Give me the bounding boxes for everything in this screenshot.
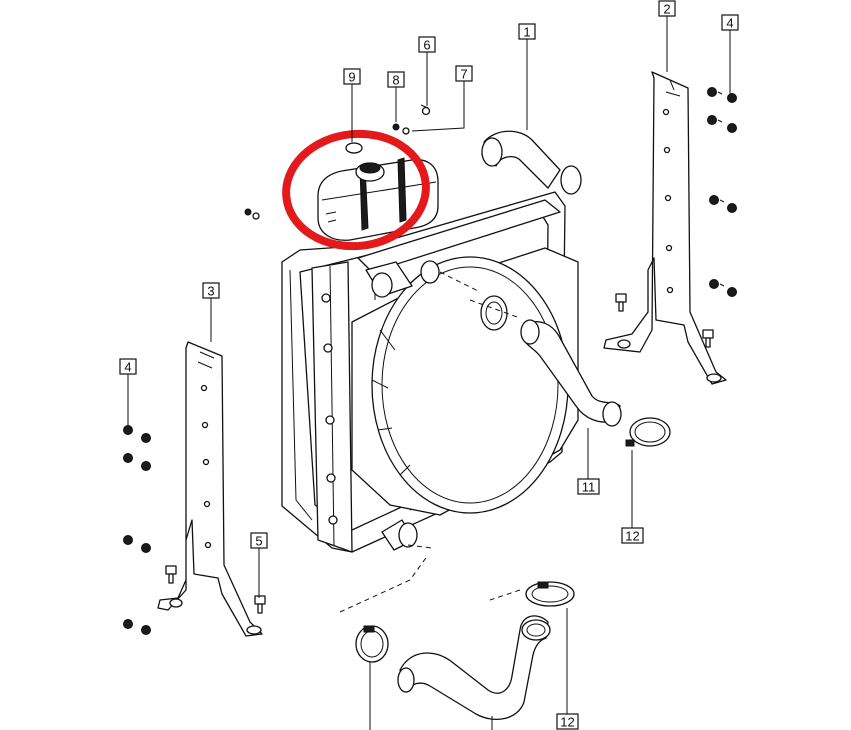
bolt-5 <box>254 595 266 614</box>
hose-upper-11 <box>520 319 622 427</box>
highlight-circle <box>282 129 430 251</box>
hose-lower <box>397 615 551 720</box>
leader-lines <box>127 16 731 730</box>
lower-outlet <box>365 260 440 551</box>
bracket-left <box>157 341 266 637</box>
svg-text:5: 5 <box>255 534 262 549</box>
routing-lines <box>339 271 521 613</box>
callout-2: 2 <box>658 0 676 17</box>
svg-text:2: 2 <box>663 2 670 17</box>
small-parts <box>244 104 431 220</box>
svg-text:4: 4 <box>124 360 131 375</box>
svg-text:9: 9 <box>348 70 355 85</box>
callout-3: 3 <box>202 282 220 299</box>
callout-12-bottom: 12 <box>556 713 579 730</box>
svg-text:12: 12 <box>625 529 639 544</box>
callout-6: 6 <box>418 36 436 53</box>
bolts-right <box>707 87 737 297</box>
bracket-right <box>603 71 727 385</box>
svg-text:1: 1 <box>523 25 530 40</box>
callouts: 1 2 4 6 7 8 9 3 4 5 11 12 12 <box>119 0 739 730</box>
callout-11: 11 <box>577 478 600 495</box>
svg-text:3: 3 <box>207 284 214 299</box>
callout-7: 7 <box>455 65 473 82</box>
bolt <box>615 293 627 312</box>
svg-text:6: 6 <box>423 38 430 53</box>
callout-4-right: 4 <box>721 14 739 31</box>
hose-clamp-12a <box>625 417 671 447</box>
washer-7 <box>402 127 410 135</box>
upper-hose-stub <box>481 130 582 195</box>
bolt <box>165 565 177 584</box>
callout-5: 5 <box>250 532 268 549</box>
bolts-left <box>123 425 151 635</box>
callout-1: 1 <box>518 23 536 40</box>
callout-12-right: 12 <box>621 527 644 544</box>
svg-text:11: 11 <box>582 480 596 495</box>
gasket-9 <box>345 142 363 154</box>
hose-clamp-12b <box>525 581 575 607</box>
fan-shroud <box>351 247 579 516</box>
svg-text:4: 4 <box>726 16 733 31</box>
bolt <box>702 329 714 348</box>
svg-text:8: 8 <box>392 73 399 88</box>
svg-text:7: 7 <box>460 67 467 82</box>
nut-8 <box>392 123 400 131</box>
clip-6 <box>421 106 431 116</box>
hose-clamp-bottom-left <box>355 625 389 663</box>
svg-text:12: 12 <box>560 715 574 730</box>
callout-8: 8 <box>387 71 405 88</box>
callout-9: 9 <box>343 68 361 85</box>
callout-4-left: 4 <box>119 358 137 375</box>
